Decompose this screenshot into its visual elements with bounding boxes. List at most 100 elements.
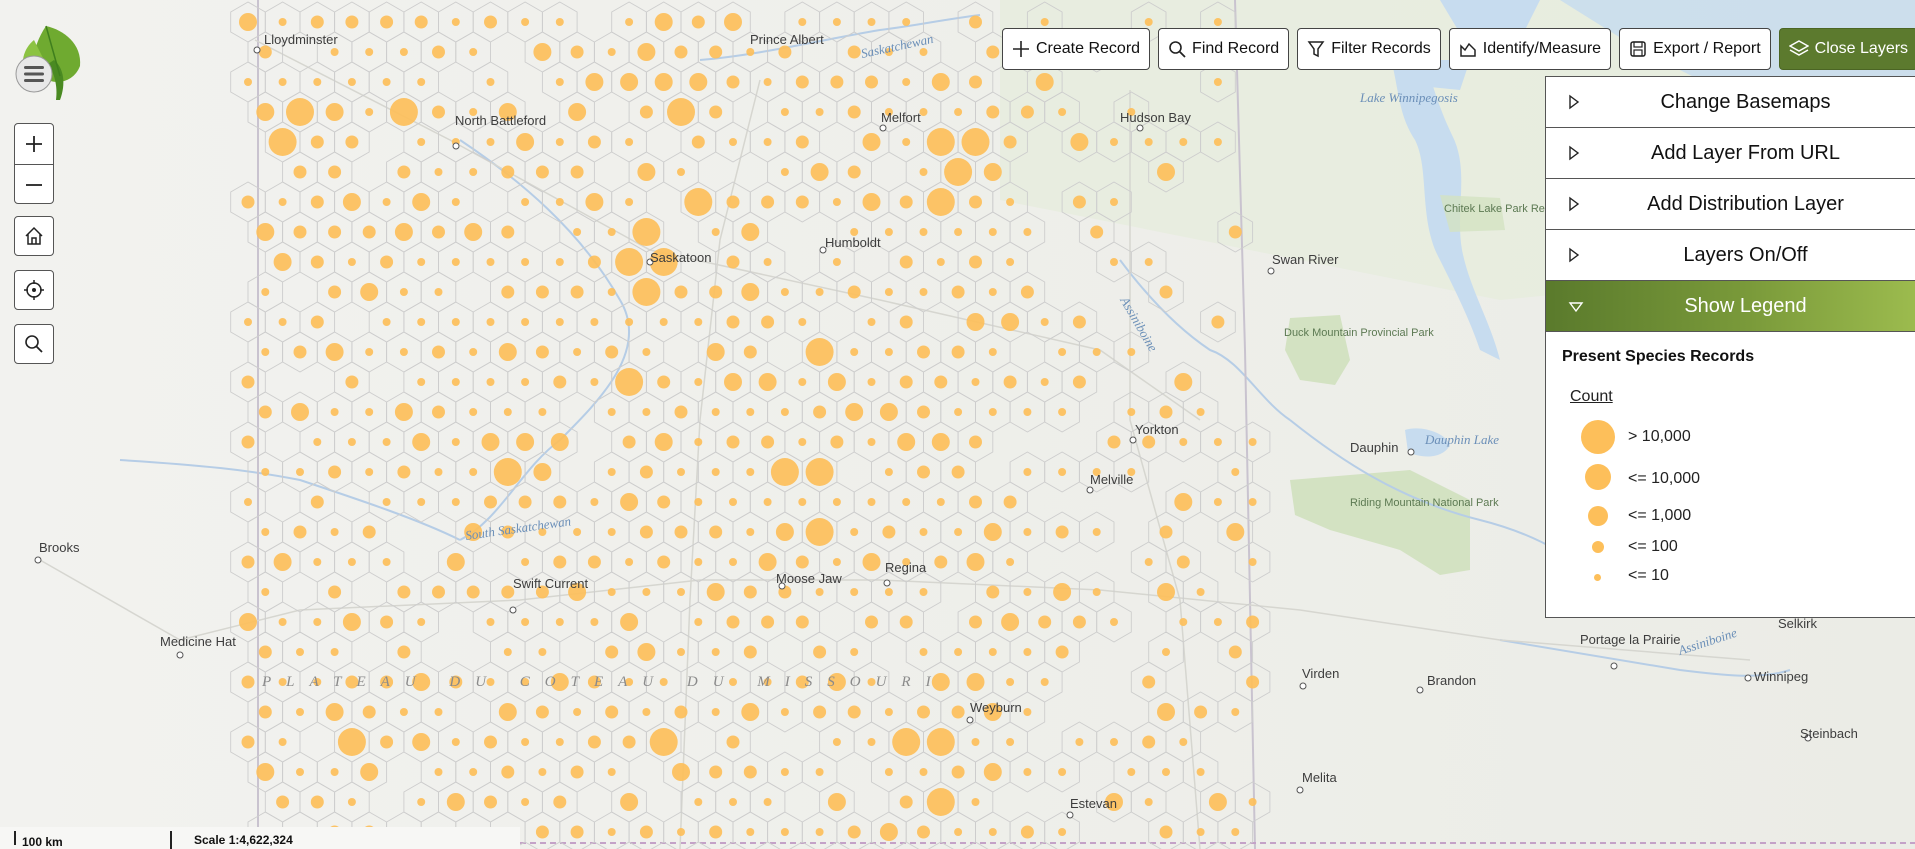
record-marker[interactable]	[639, 465, 653, 479]
record-marker[interactable]	[919, 288, 928, 296]
record-marker[interactable]	[795, 195, 809, 209]
record-marker[interactable]	[1072, 315, 1086, 329]
record-marker[interactable]	[412, 733, 431, 751]
record-marker[interactable]	[296, 468, 304, 476]
record-marker[interactable]	[832, 558, 841, 566]
record-marker[interactable]	[1213, 18, 1222, 26]
record-marker[interactable]	[434, 708, 443, 716]
record-marker[interactable]	[1020, 105, 1034, 119]
record-marker[interactable]	[417, 378, 426, 386]
record-marker[interactable]	[446, 793, 465, 811]
record-marker[interactable]	[498, 103, 517, 121]
record-marker[interactable]	[657, 495, 671, 509]
record-marker[interactable]	[501, 585, 515, 599]
record-marker[interactable]	[694, 438, 703, 446]
record-marker[interactable]	[261, 348, 270, 356]
record-marker[interactable]	[535, 585, 549, 599]
record-marker[interactable]	[256, 223, 275, 241]
record-marker[interactable]	[726, 615, 740, 629]
record-marker[interactable]	[521, 618, 530, 626]
record-marker[interactable]	[365, 348, 374, 356]
record-marker[interactable]	[466, 585, 480, 599]
record-marker[interactable]	[1179, 438, 1188, 446]
record-marker[interactable]	[397, 585, 411, 599]
record-marker[interactable]	[1006, 678, 1015, 686]
record-marker[interactable]	[313, 678, 322, 686]
record-marker[interactable]	[451, 438, 460, 446]
record-marker[interactable]	[867, 498, 876, 506]
record-marker[interactable]	[899, 315, 913, 329]
record-marker[interactable]	[884, 588, 893, 596]
record-marker[interactable]	[261, 588, 270, 596]
record-marker[interactable]	[729, 498, 737, 506]
record-marker[interactable]	[1023, 708, 1032, 716]
record-marker[interactable]	[484, 795, 497, 809]
record-marker[interactable]	[944, 158, 973, 186]
record-marker[interactable]	[521, 678, 530, 686]
record-marker[interactable]	[830, 435, 844, 449]
record-marker[interactable]	[625, 138, 634, 146]
record-marker[interactable]	[729, 558, 737, 566]
record-marker[interactable]	[397, 465, 411, 479]
record-marker[interactable]	[971, 378, 980, 386]
record-marker[interactable]	[347, 78, 356, 86]
record-marker[interactable]	[464, 523, 483, 541]
record-marker[interactable]	[642, 588, 651, 596]
record-marker[interactable]	[296, 708, 304, 716]
record-marker[interactable]	[642, 348, 651, 356]
record-marker[interactable]	[347, 558, 356, 566]
record-marker[interactable]	[330, 528, 339, 536]
record-marker[interactable]	[862, 553, 881, 571]
record-marker[interactable]	[293, 345, 307, 359]
record-marker[interactable]	[432, 105, 445, 119]
record-marker[interactable]	[691, 15, 705, 29]
record-marker[interactable]	[971, 738, 980, 746]
record-marker[interactable]	[919, 48, 928, 56]
record-marker[interactable]	[729, 138, 737, 146]
record-marker[interactable]	[1090, 225, 1104, 239]
record-marker[interactable]	[813, 645, 827, 659]
find-record-button[interactable]: Find Record	[1158, 28, 1290, 70]
zoom-in-button[interactable]	[15, 124, 53, 164]
record-marker[interactable]	[726, 315, 740, 329]
record-marker[interactable]	[587, 555, 601, 569]
record-marker[interactable]	[775, 523, 794, 541]
record-marker[interactable]	[615, 368, 644, 396]
record-marker[interactable]	[587, 675, 601, 689]
record-marker[interactable]	[553, 375, 567, 389]
record-marker[interactable]	[988, 288, 997, 296]
record-marker[interactable]	[328, 285, 342, 299]
record-marker[interactable]	[1213, 78, 1222, 86]
record-marker[interactable]	[847, 825, 861, 839]
filter-records-button[interactable]: Filter Records	[1297, 28, 1441, 70]
record-marker[interactable]	[330, 768, 339, 776]
record-marker[interactable]	[1196, 768, 1205, 776]
record-marker[interactable]	[694, 798, 703, 806]
record-marker[interactable]	[954, 828, 963, 836]
record-marker[interactable]	[729, 678, 737, 686]
record-marker[interactable]	[607, 468, 616, 476]
record-marker[interactable]	[983, 163, 1002, 181]
record-marker[interactable]	[325, 703, 344, 721]
record-marker[interactable]	[293, 525, 307, 539]
record-marker[interactable]	[763, 498, 772, 506]
record-marker[interactable]	[884, 768, 893, 776]
record-marker[interactable]	[1159, 525, 1173, 539]
record-marker[interactable]	[850, 648, 859, 656]
record-marker[interactable]	[573, 528, 582, 536]
record-marker[interactable]	[1110, 138, 1118, 146]
record-marker[interactable]	[867, 318, 876, 326]
record-marker[interactable]	[432, 405, 445, 419]
record-marker[interactable]	[847, 105, 861, 119]
record-marker[interactable]	[1003, 495, 1017, 509]
record-marker[interactable]	[674, 45, 688, 59]
record-marker[interactable]	[469, 48, 478, 56]
record-marker[interactable]	[832, 18, 841, 26]
record-marker[interactable]	[451, 18, 460, 26]
record-marker[interactable]	[988, 228, 997, 236]
record-marker[interactable]	[342, 193, 361, 211]
record-marker[interactable]	[1040, 18, 1049, 26]
record-marker[interactable]	[654, 13, 673, 31]
record-marker[interactable]	[884, 468, 893, 476]
record-marker[interactable]	[1248, 558, 1257, 566]
